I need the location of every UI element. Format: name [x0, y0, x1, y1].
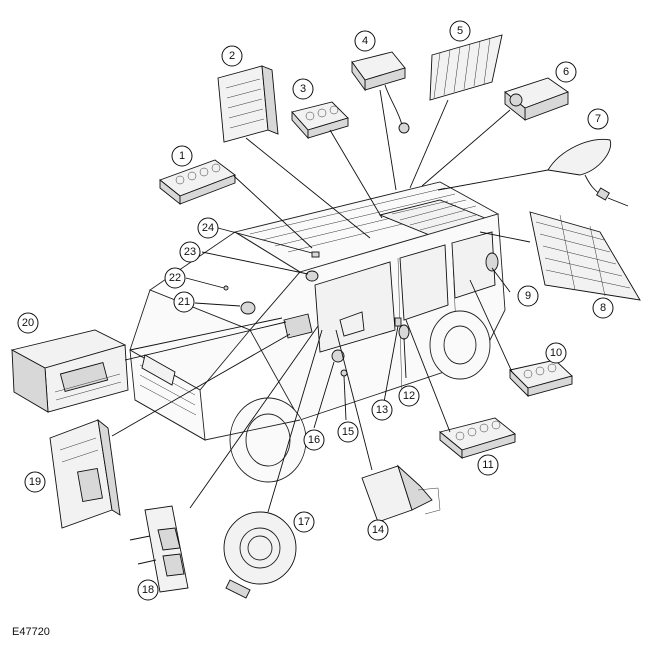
- callout-23: 23: [179, 241, 201, 263]
- component-19-control-module: [49, 418, 121, 529]
- callout-5-label: 5: [457, 25, 463, 37]
- callout-21-label: 21: [178, 296, 190, 308]
- callout-19-label: 19: [29, 476, 41, 488]
- callout-20: 20: [17, 312, 39, 334]
- callout-14: 14: [367, 519, 389, 541]
- component-3-switch-pack: [291, 101, 349, 140]
- callout-21: 21: [173, 291, 195, 313]
- component-12-door-speaker: [398, 324, 410, 340]
- component-23-sensor: [305, 270, 319, 282]
- callout-10: 10: [545, 342, 567, 364]
- callout-14-label: 14: [372, 524, 384, 536]
- callout-12: 12: [398, 385, 420, 407]
- callout-20-label: 20: [22, 317, 34, 329]
- callout-17: 17: [293, 511, 315, 533]
- component-9-sensor: [485, 252, 499, 272]
- callout-23-label: 23: [184, 246, 196, 258]
- component-10-switch-pack: [509, 359, 573, 398]
- component-18-switch-panel: [129, 505, 189, 593]
- callout-16-label: 16: [308, 434, 320, 446]
- callout-18: 18: [137, 579, 159, 601]
- callout-3: 3: [292, 78, 314, 100]
- component-20-audio-head-unit: [10, 329, 129, 413]
- component-4-receiver-unit: [351, 51, 410, 134]
- callout-10-label: 10: [550, 347, 562, 359]
- callout-2-label: 2: [229, 50, 235, 62]
- vehicle-outline: [129, 181, 506, 483]
- leader-lines: [111, 89, 549, 513]
- callout-13: 13: [371, 399, 393, 421]
- callout-13-label: 13: [376, 404, 388, 416]
- callout-11-label: 11: [482, 459, 493, 471]
- component-22-sensor: [223, 285, 229, 291]
- callout-18-label: 18: [142, 584, 154, 596]
- callout-4-label: 4: [362, 35, 368, 47]
- callout-1-label: 1: [179, 150, 185, 162]
- component-1-switch-pack: [159, 159, 236, 205]
- callout-8-label: 8: [600, 302, 606, 314]
- callout-24: 24: [197, 217, 219, 239]
- component-5-heater-panel: [429, 34, 503, 101]
- callout-24-label: 24: [202, 222, 214, 234]
- component-16-switch: [331, 349, 345, 363]
- callout-7: 7: [587, 108, 609, 130]
- component-2-control-module: [217, 65, 279, 143]
- component-24-sensor: [311, 251, 320, 258]
- callout-16: 16: [303, 429, 325, 451]
- callout-5: 5: [449, 20, 471, 42]
- callout-11: 11: [477, 454, 499, 476]
- component-14-module: [361, 464, 441, 523]
- callout-2: 2: [221, 45, 243, 67]
- callout-8: 8: [592, 297, 614, 319]
- callout-22-label: 22: [169, 272, 181, 284]
- callout-15: 15: [337, 421, 359, 443]
- component-6-module: [504, 77, 569, 121]
- component-17-clockspring: [223, 511, 297, 599]
- callout-15-label: 15: [342, 426, 354, 438]
- callout-22: 22: [164, 267, 186, 289]
- callout-9-label: 9: [525, 290, 531, 302]
- callout-4: 4: [354, 30, 376, 52]
- component-7-roof-antenna: [547, 138, 629, 207]
- callout-19: 19: [24, 471, 46, 493]
- callout-6: 6: [555, 61, 577, 83]
- component-13-door-switch: [394, 317, 402, 327]
- callout-17-label: 17: [298, 516, 310, 528]
- callout-7-label: 7: [595, 113, 601, 125]
- callout-3-label: 3: [300, 83, 306, 95]
- callout-1: 1: [171, 145, 193, 167]
- component-8-rear-screen: [529, 211, 641, 301]
- callout-12-label: 12: [403, 390, 415, 402]
- callout-6-label: 6: [563, 66, 569, 78]
- figure-id: E47720: [12, 626, 50, 638]
- component-21-speaker: [240, 301, 256, 315]
- centre-console-controls: [283, 313, 313, 339]
- component-11-switch-pack: [439, 417, 516, 459]
- callout-9: 9: [517, 285, 539, 307]
